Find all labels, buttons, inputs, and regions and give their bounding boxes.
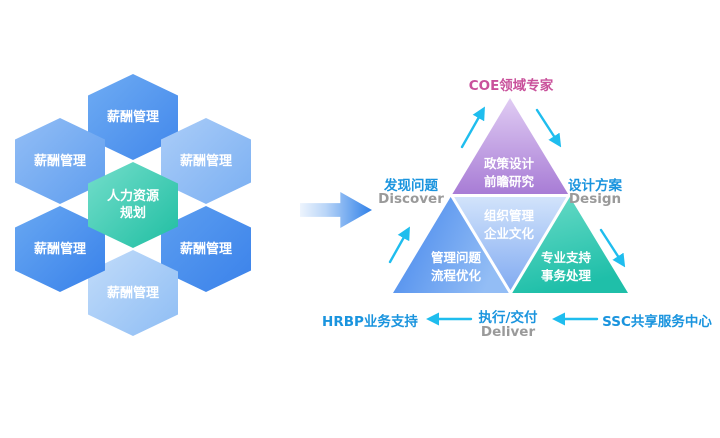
hexagon-label: 薪酬管理 bbox=[33, 241, 86, 257]
cycle-arrow-upper-right-icon bbox=[535, 108, 562, 148]
label-coe: COE领域专家 bbox=[468, 78, 554, 94]
pyramid-right-text: 专业支持 事务处理 bbox=[540, 250, 591, 283]
pyramid-middle-text: 组织管理 企业文化 bbox=[483, 208, 534, 241]
pyramid-top-text: 政策设计 前瞻研究 bbox=[483, 156, 534, 189]
label-ssc: SSC共享服务中心 bbox=[602, 314, 712, 330]
cycle-arrow-upper-left-icon bbox=[460, 106, 485, 149]
label-discover-en: Discover bbox=[378, 191, 444, 207]
cycle-arrow-lower-left-icon bbox=[388, 226, 410, 264]
label-hrbp: HRBP业务支持 bbox=[322, 314, 418, 330]
label-design-zh: 设计方案 bbox=[568, 178, 622, 194]
hexagon-label: 薪酬管理 bbox=[179, 241, 232, 257]
pyramid-middle-triangle bbox=[451, 195, 569, 293]
label-deliver-zh: 执行/交付 bbox=[478, 310, 538, 326]
pyramid-right-triangle bbox=[510, 195, 628, 293]
label-deliver-en: Deliver bbox=[480, 324, 536, 340]
hexagon-label: 薪酬管理 bbox=[179, 153, 232, 169]
pyramid-left-text: 管理问题 流程优化 bbox=[430, 250, 481, 283]
hexagon-label: 薪酬管理 bbox=[106, 109, 159, 125]
hexagon-center-label: 人力资源 规划 bbox=[106, 189, 159, 221]
pyramid-separators bbox=[448, 194, 572, 294]
cycle-arrow-lower-right-icon bbox=[599, 228, 626, 268]
pyramid-top-triangle bbox=[451, 98, 569, 196]
label-design-en: Design bbox=[568, 191, 622, 207]
label-discover-zh: 发现问题 bbox=[384, 178, 438, 194]
pyramid-left-triangle bbox=[393, 195, 511, 293]
hexagon-label: 薪酬管理 bbox=[33, 153, 86, 169]
hexagon-compensation-bottom: 薪酬管理 bbox=[88, 250, 178, 336]
hexagon-label: 薪酬管理 bbox=[106, 285, 159, 301]
